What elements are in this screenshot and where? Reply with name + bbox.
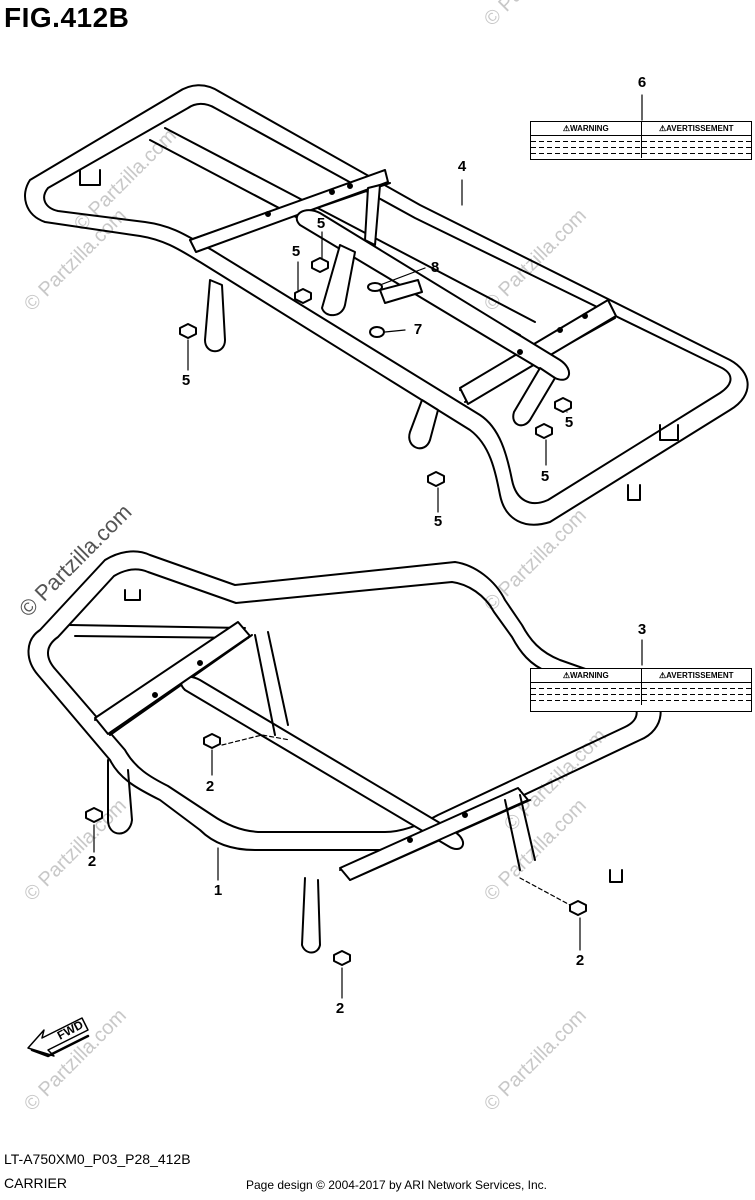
warning-text: ⚠WARNING: [562, 124, 609, 133]
label-text-lines: [531, 136, 641, 158]
callout-5[interactable]: 5: [540, 468, 550, 485]
model-code: LT-A750XM0_P03_P28_412B: [4, 1151, 191, 1167]
callout-5[interactable]: 5: [291, 243, 301, 260]
upper-carrier-frame: [24, 84, 749, 526]
callout-2[interactable]: 2: [335, 1000, 345, 1017]
callout-7[interactable]: 7: [413, 321, 423, 338]
warning-label-6: ⚠WARNING ⚠AVERTISSEMENT: [530, 121, 752, 160]
leader-lines-lower: [93, 639, 643, 999]
section-name: CARRIER: [4, 1175, 68, 1191]
callout-6[interactable]: 6: [637, 74, 647, 91]
label-text-lines: [640, 136, 751, 158]
callout-2[interactable]: 2: [87, 853, 97, 870]
bolt-shapes-lower: [85, 733, 587, 966]
callout-8[interactable]: 8: [430, 259, 440, 276]
copyright: Page design © 2004-2017 by ARI Network S…: [246, 1178, 548, 1192]
callout-5[interactable]: 5: [433, 513, 443, 530]
label-text-lines: [640, 683, 751, 705]
warning-text: ⚠WARNING: [562, 671, 609, 680]
leader-lines-upper: [187, 94, 643, 513]
avertissement-text: ⚠AVERTISSEMENT: [640, 669, 752, 682]
bolt-shapes-upper: [179, 257, 572, 487]
callout-5[interactable]: 5: [316, 215, 326, 232]
warning-label-3: ⚠WARNING ⚠AVERTISSEMENT: [530, 668, 752, 712]
avertissement-text: ⚠AVERTISSEMENT: [640, 122, 752, 135]
figure-title: FIG.412B: [4, 2, 130, 33]
callout-2[interactable]: 2: [205, 778, 215, 795]
callout-2[interactable]: 2: [575, 952, 585, 969]
callout-4[interactable]: 4: [457, 158, 467, 175]
fwd-arrow: [27, 1017, 90, 1058]
label-text-lines: [531, 683, 641, 705]
callout-1[interactable]: 1: [213, 882, 223, 899]
callout-5[interactable]: 5: [181, 372, 191, 389]
callout-3[interactable]: 3: [637, 621, 647, 638]
lower-carrier-frame: [27, 550, 662, 954]
callout-5[interactable]: 5: [564, 414, 574, 431]
